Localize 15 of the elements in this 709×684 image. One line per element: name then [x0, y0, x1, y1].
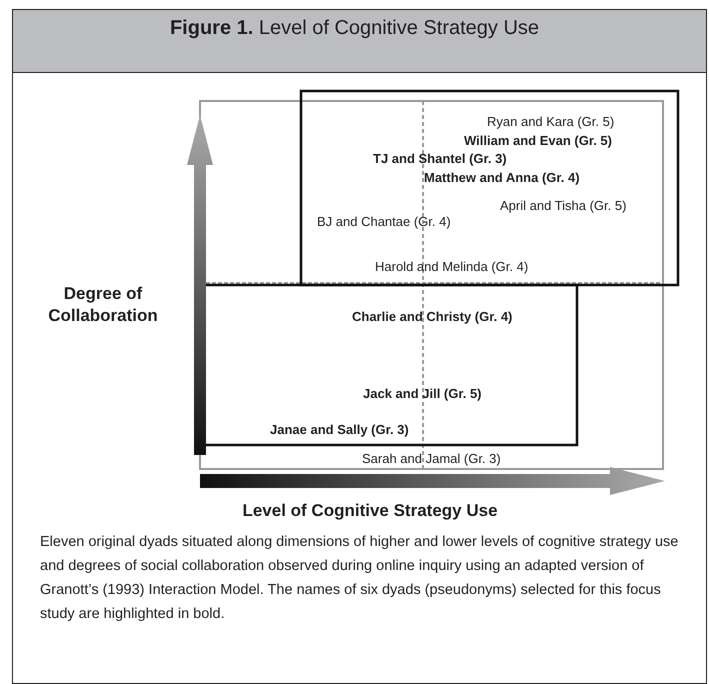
dyad-label: BJ and Chantae (Gr. 4): [317, 214, 451, 230]
dyad-label: Matthew and Anna (Gr. 4): [424, 170, 580, 186]
dyad-label: William and Evan (Gr. 5): [464, 133, 612, 149]
dyad-label: Sarah and Jamal (Gr. 3): [362, 451, 501, 467]
dyad-label: Harold and Melinda (Gr. 4): [375, 259, 528, 275]
dyad-label: TJ and Shantel (Gr. 3): [373, 151, 507, 167]
axis-label: Degree of Collaboration: [47, 283, 159, 327]
dyad-label: Janae and Sally (Gr. 3): [270, 422, 409, 438]
figure-title: Figure 1. Level of Cognitive Strategy Use: [168, 17, 540, 40]
dyad-label: Charlie and Christy (Gr. 4): [352, 309, 512, 325]
axis-label: Level of Cognitive Strategy Use: [241, 500, 499, 522]
dyad-label: Ryan and Kara (Gr. 5): [487, 114, 614, 130]
dyad-label: Jack and Jill (Gr. 5): [363, 386, 482, 402]
dyad-label: April and Tisha (Gr. 5): [500, 198, 626, 214]
figure-caption: Eleven original dyads situated along dimensions of higher and lower levels of cognitive strategy use and degrees of social collaboration observed during online inquiry using an adapted version of Granott’s (1993) Interaction Model. The names of six dyads (pseudonyms) selected for this focus study are highlighted in bold.: [40, 533, 680, 624]
